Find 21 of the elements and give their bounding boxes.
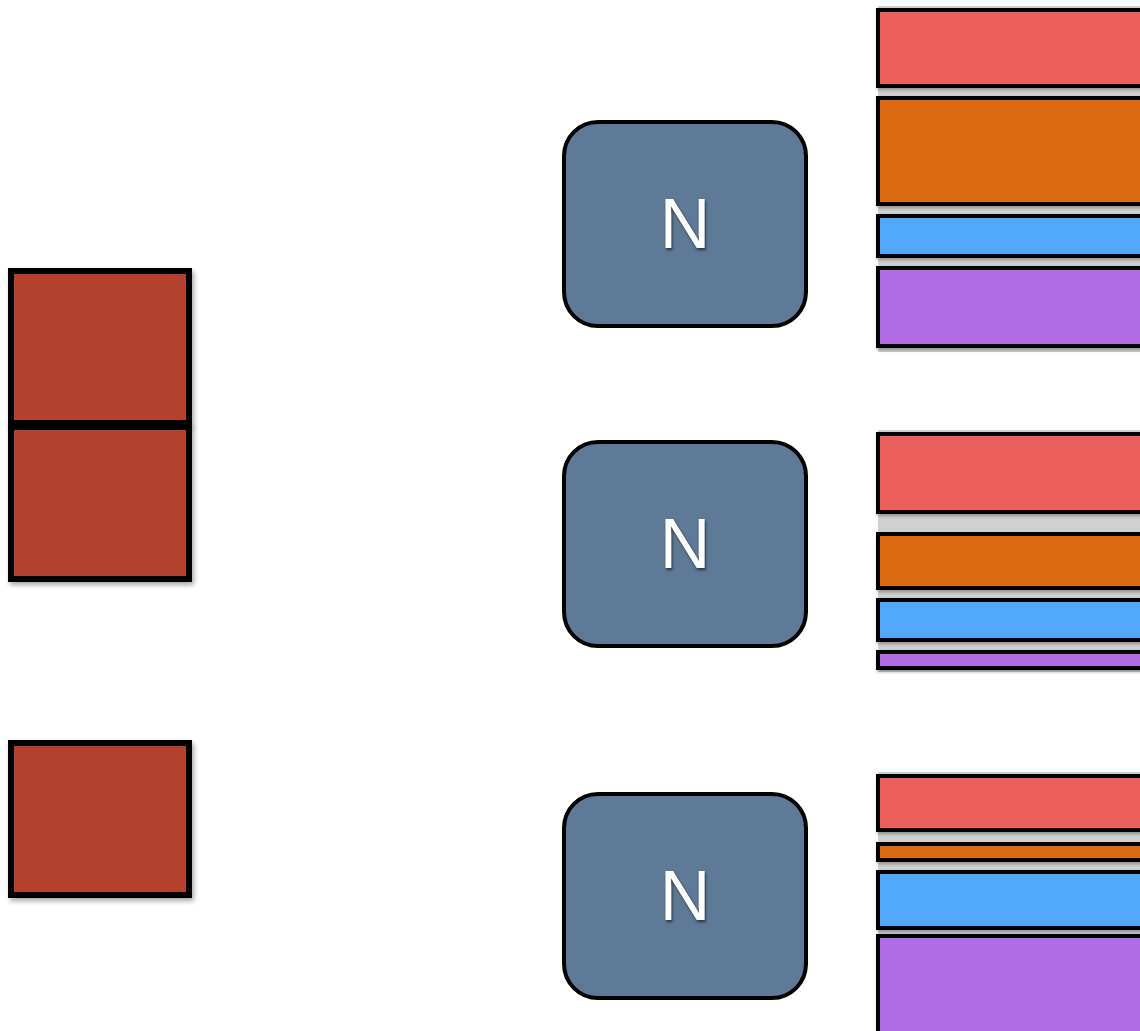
square-block xyxy=(8,740,192,898)
node-label: N xyxy=(659,504,711,584)
rounded-box xyxy=(562,120,808,328)
color-bar xyxy=(876,266,1140,348)
square-block xyxy=(8,424,192,582)
color-bar xyxy=(876,96,1140,206)
color-bar xyxy=(876,934,1140,1031)
color-bar xyxy=(876,870,1140,930)
color-bar xyxy=(876,842,1140,862)
color-bar xyxy=(876,214,1140,258)
color-bar xyxy=(876,532,1140,590)
rounded-box xyxy=(562,440,808,648)
square-block xyxy=(8,268,192,426)
node-label: N xyxy=(659,184,711,264)
rounded-box xyxy=(562,792,808,1000)
color-bar xyxy=(876,432,1140,514)
color-bar xyxy=(876,8,1140,88)
color-bar xyxy=(876,774,1140,832)
node-label: N xyxy=(659,856,711,936)
color-bar xyxy=(876,598,1140,642)
color-bar xyxy=(876,650,1140,670)
